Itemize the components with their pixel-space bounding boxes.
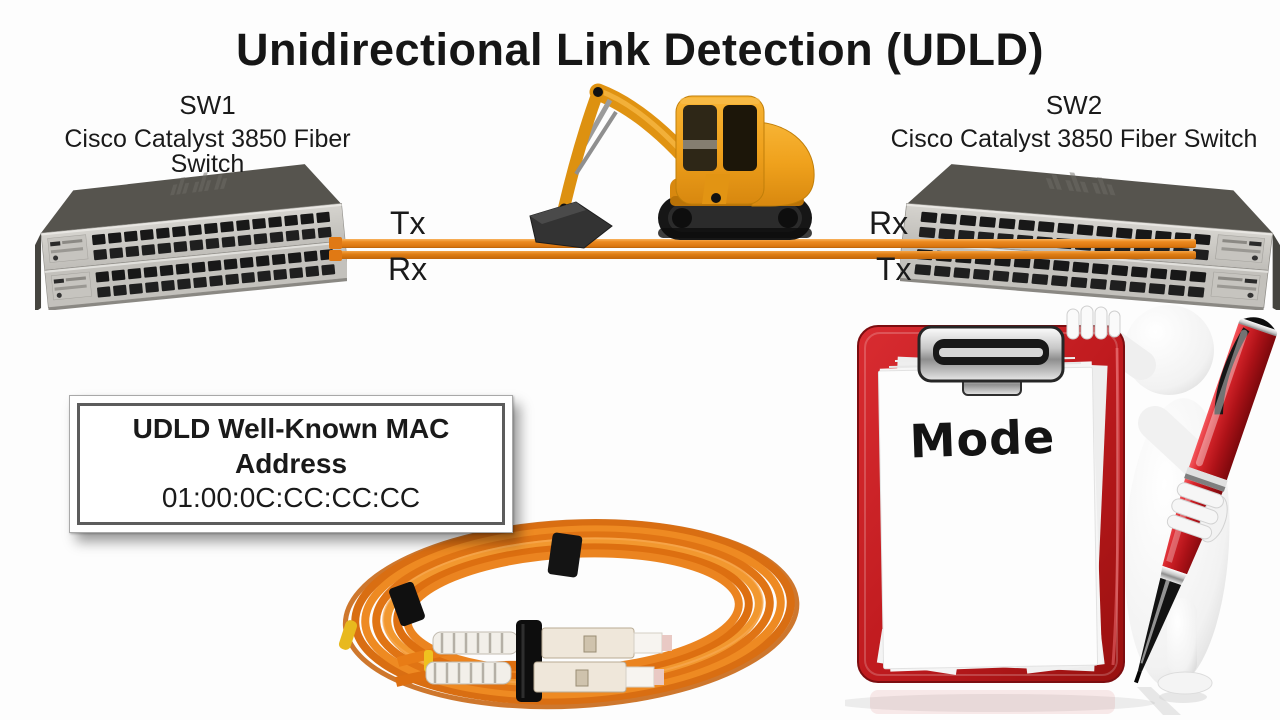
sw2-model: Cisco Catalyst 3850 Fiber Switch [890,125,1258,153]
sw2-rx-label: Rx [869,205,909,241]
sw1-model: Cisco Catalyst 3850 Fiber Switch [64,125,351,178]
fiber-cable-image [338,518,800,710]
excavator-body [670,95,815,207]
fiber-connector-sw1-top [329,237,342,249]
floor-reflection [845,687,1207,715]
excavator-bucket [529,201,613,249]
sw1-rx-label: Rx [388,251,428,287]
sw1-switch-image [35,158,347,310]
udld-mac-value: 01:00:0C:CC:CC:CC [161,482,421,513]
clipboard-figure-image: Mode [845,305,1278,715]
red-pen [1134,317,1278,684]
clipboard-page-text: Mode [909,409,1056,468]
page-title: Unidirectional Link Detection (UDLD) [235,24,1045,75]
pen-tip-cone [1137,577,1182,672]
sw1-caption: SW1 Cisco Catalyst 3850 Fiber Switch [30,92,385,177]
sw2-caption: SW2 Cisco Catalyst 3850 Fiber Switch [878,92,1270,152]
paper-stack [876,356,1108,676]
clipboard-clip [917,325,1065,396]
sw2-name: SW2 [1045,90,1103,120]
sc-connectors [338,620,672,702]
udld-mac-address-box: UDLD Well-Known MAC Address 01:00:0C:CC:… [69,395,513,533]
sw1-name: SW1 [179,90,236,120]
udld-mac-address-inner-frame: UDLD Well-Known MAC Address 01:00:0C:CC:… [77,403,505,525]
udld-mac-heading: UDLD Well-Known MAC Address [132,413,450,479]
cable-tie-left [389,581,425,627]
cable-tie-top [547,532,583,578]
fiber-connector-sw1-bottom [329,250,342,261]
excavator-tracks [658,196,812,240]
sw2-tx-label: Tx [876,251,912,287]
fiber-link-tx-strand [336,239,1196,248]
figure-hand-on-clipboard [1066,305,1121,340]
figure-hand-on-pen [1166,482,1228,543]
excavator-image [529,83,815,249]
pen-clip [1214,327,1250,415]
figure-foot [1157,671,1213,695]
sw2-switch-image [900,158,1280,310]
sw1-tx-label: Tx [390,205,426,241]
fiber-link-rx-strand [336,251,1196,259]
